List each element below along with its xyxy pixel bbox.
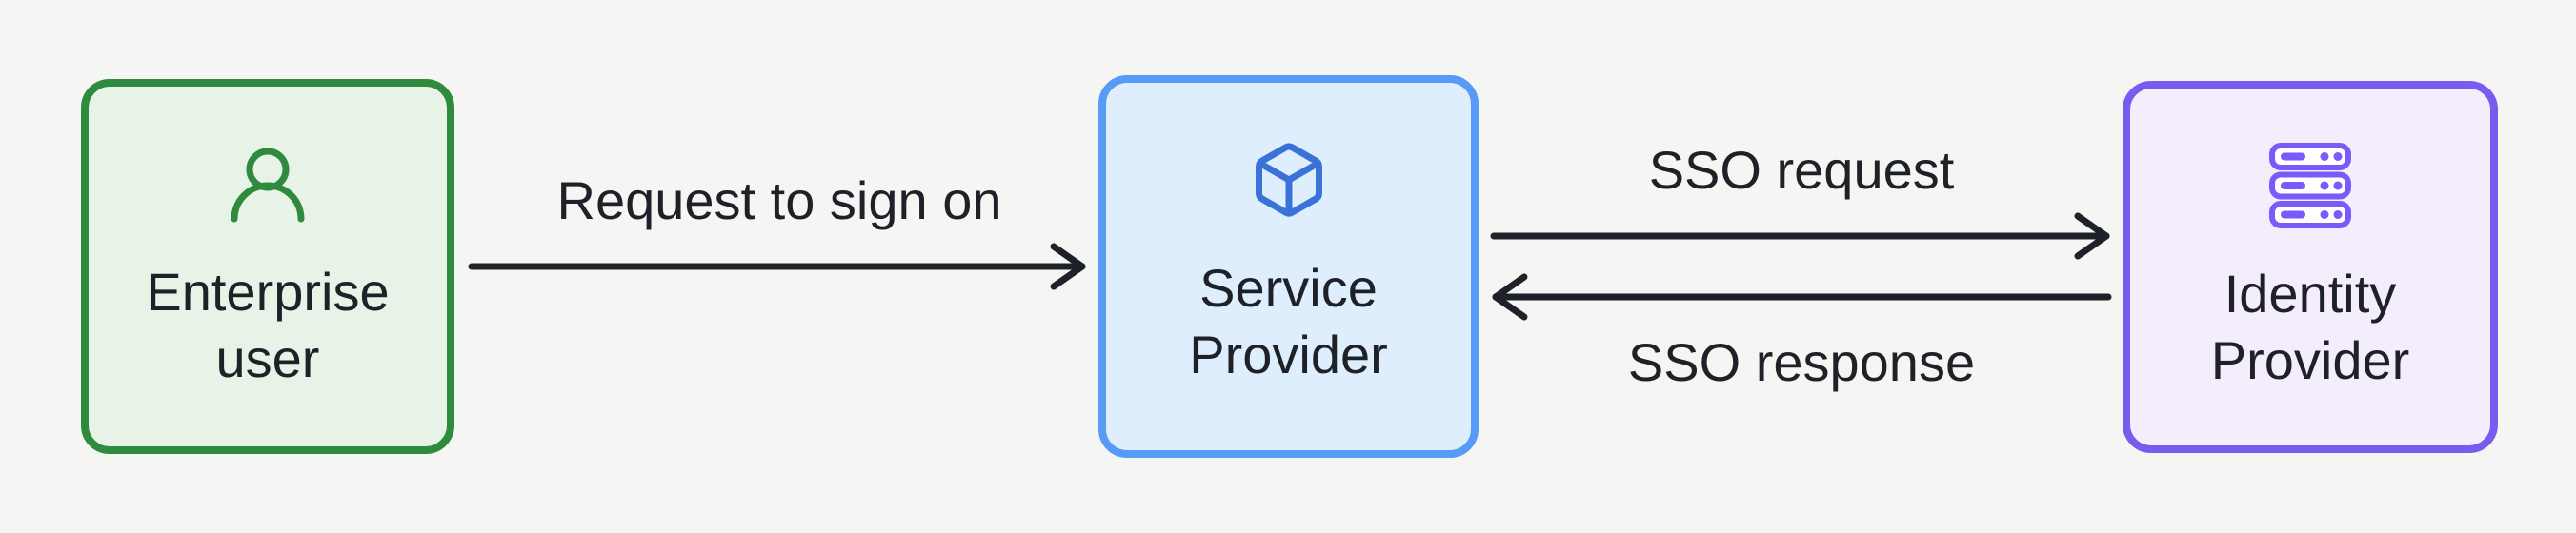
node-label-line: Provider: [1189, 325, 1388, 385]
node-service-provider: Service Provider: [1098, 75, 1479, 458]
node-label-service-provider: Service Provider: [1189, 255, 1388, 388]
user-icon: [230, 141, 306, 227]
node-label-line: Identity: [2224, 264, 2397, 324]
node-identity-provider: Identity Provider: [2123, 81, 2498, 453]
edge-label-sso-request: SSO request: [1648, 140, 1955, 200]
node-label-identity-provider: Identity Provider: [2211, 261, 2410, 394]
node-label-enterprise-user: Enterprise user: [146, 259, 389, 392]
node-label-line: Enterprise: [146, 262, 390, 322]
box-icon: [1249, 137, 1329, 223]
arrow-sso-request: [1490, 212, 2110, 260]
node-label-line: Provider: [2210, 330, 2410, 390]
node-label-line: Service: [1199, 258, 1378, 318]
node-enterprise-user: Enterprise user: [81, 79, 454, 454]
arrow-request-to-sign-on: [468, 243, 1086, 290]
edge-label-sso-response: SSO response: [1627, 332, 1976, 392]
arrow-sso-response: [1492, 273, 2112, 321]
node-label-line: user: [215, 328, 320, 388]
server-icon: [2268, 143, 2352, 228]
edge-label-request-to-sign-on: Request to sign on: [556, 170, 1002, 230]
